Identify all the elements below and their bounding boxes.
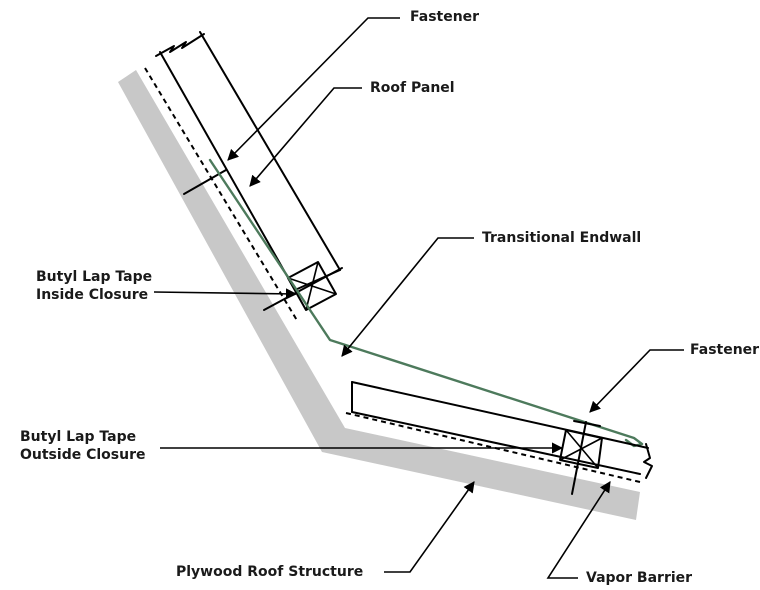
- label-transitional-endwall: Transitional Endwall: [482, 230, 642, 246]
- transitional-endwall: [208, 158, 644, 448]
- label-butyl-outside-2: Outside Closure: [20, 447, 146, 463]
- label-fastener-bottom: Fastener: [690, 342, 760, 358]
- label-plywood: Plywood Roof Structure: [176, 564, 364, 580]
- label-vapor-barrier: Vapor Barrier: [586, 570, 693, 586]
- leader-butyl-inside: [153, 288, 298, 300]
- leader-fastener-top: [227, 17, 400, 161]
- fastener-lower-head: [573, 420, 601, 427]
- leader-roof-panel: [249, 87, 362, 187]
- leader-plywood: [384, 481, 475, 573]
- label-roof-panel: Roof Panel: [370, 80, 455, 96]
- fastener-upper: [263, 267, 343, 311]
- inside-closure: [287, 261, 337, 311]
- label-butyl-inside-1: Butyl Lap Tape: [36, 269, 153, 285]
- leader-vapor-barrier: [546, 481, 611, 579]
- label-fastener-top: Fastener: [410, 9, 480, 25]
- roof-panel-upper: [155, 31, 341, 291]
- label-butyl-inside-2: Inside Closure: [36, 287, 149, 303]
- vapor-barrier-steep: [144, 67, 299, 323]
- leader-transitional-endwall: [341, 237, 474, 357]
- fastener-lower: [571, 421, 587, 495]
- label-butyl-outside-1: Butyl Lap Tape: [20, 429, 137, 445]
- leader-fastener-bottom: [589, 349, 684, 413]
